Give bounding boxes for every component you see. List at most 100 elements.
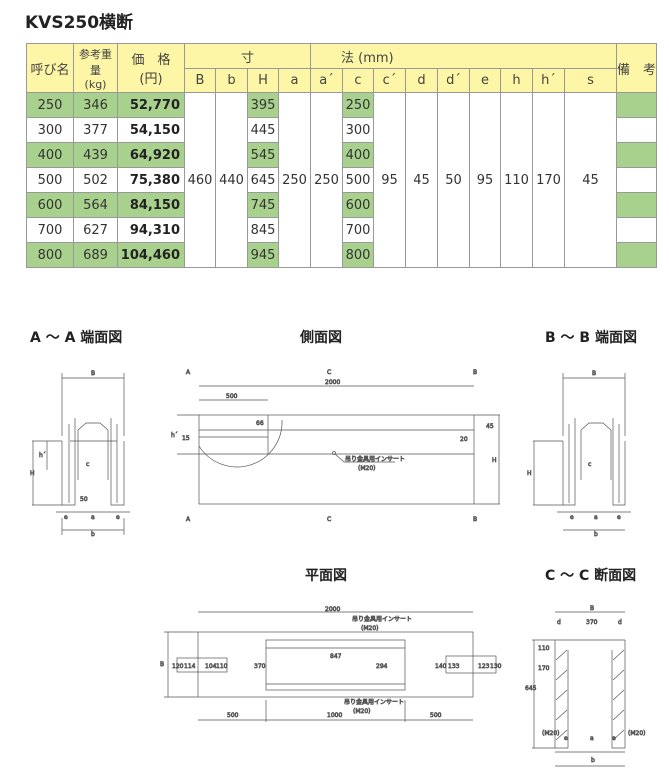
drawing-label: d xyxy=(557,619,561,626)
drawing-label: 370 xyxy=(586,619,598,626)
drawing-label: 45 xyxy=(486,423,494,430)
table-cell: 460 xyxy=(184,92,216,268)
table-cell: 395 xyxy=(247,92,279,118)
drawing-label: A xyxy=(186,369,191,376)
end-view-aa: B H h´ c e a e b 50 xyxy=(30,370,130,538)
drawing-label: 645 xyxy=(525,685,537,692)
table-cell: 45 xyxy=(405,92,438,268)
header-dim: H xyxy=(247,68,279,93)
drawing-label: 110 xyxy=(538,645,550,652)
table-cell: 745 xyxy=(247,192,279,218)
table-cell: 545 xyxy=(247,142,279,168)
table-cell: 800 xyxy=(342,242,374,268)
drawing-label: 110 xyxy=(216,663,228,670)
drawing-label: C xyxy=(327,516,331,523)
table-cell: 689 xyxy=(73,242,118,268)
table-cell: 250 xyxy=(310,92,343,268)
drawing-label: 847 xyxy=(330,653,342,660)
section-view-cc: B 370 d d 645 170 110 e a e b (M20) (M20… xyxy=(525,605,646,767)
drawing-label: 吊り金具用インサート xyxy=(352,615,412,623)
table-cell: 645 xyxy=(247,167,279,193)
table-cell: 500 xyxy=(26,167,74,193)
header-remarks: 備 考 xyxy=(615,43,658,93)
table-cell: 104,460 xyxy=(117,242,185,268)
drawing-label: b xyxy=(591,757,595,764)
table-cell: 845 xyxy=(247,217,279,243)
price-label: 価 格 xyxy=(131,53,171,68)
table-cell: 346 xyxy=(73,92,118,118)
drawing-label: 500 xyxy=(226,393,238,400)
table-cell xyxy=(615,92,658,118)
drawing-label: d xyxy=(618,619,622,626)
drawing-label: B xyxy=(592,370,596,377)
drawing-label: a xyxy=(91,514,95,521)
drawing-label: b xyxy=(594,531,598,538)
drawing-label: 15 xyxy=(182,435,190,442)
table-cell: 700 xyxy=(26,217,74,243)
drawing-label: b xyxy=(91,531,95,538)
end-view-bb: B H c e a e b xyxy=(527,370,631,538)
section-title-aa: A ～ A 端面図 xyxy=(30,330,123,346)
drawing-label: B xyxy=(160,661,164,668)
table-cell: 800 xyxy=(26,242,74,268)
drawing-label: e xyxy=(564,735,568,742)
page-title: KVS250横断 xyxy=(25,13,134,33)
drawing-label: c xyxy=(588,461,591,468)
table-cell: 95 xyxy=(469,92,501,268)
drawing-label: h´ xyxy=(39,452,46,459)
side-view: 2000 500 66 15 45 20 H h´ A C B A C B 吊り… xyxy=(171,369,500,523)
table-cell xyxy=(615,192,658,218)
section-title-bb: B ～ B 端面図 xyxy=(545,330,637,346)
drawing-label: (M20) xyxy=(358,465,376,472)
drawing-label: 294 xyxy=(376,663,388,670)
table-cell: 170 xyxy=(532,92,565,268)
drawing-label: (M20) xyxy=(542,730,560,737)
drawing-label: 吊り金具用インサート xyxy=(345,455,405,463)
drawing-label: H xyxy=(527,470,532,477)
drawing-label: e xyxy=(570,514,574,521)
drawing-label: 500 xyxy=(227,712,239,719)
table-cell: 95 xyxy=(373,92,406,268)
table-cell: 445 xyxy=(247,117,279,143)
drawing-label: B xyxy=(91,370,95,377)
section-title-side: 側面図 xyxy=(300,330,342,346)
drawing-label: e xyxy=(617,514,621,521)
header-dim: s xyxy=(564,68,617,93)
drawing-label: 123 xyxy=(478,663,490,670)
table-cell: 94,310 xyxy=(117,217,185,243)
drawing-label: 66 xyxy=(256,420,264,427)
drawing-label: e xyxy=(612,735,616,742)
drawing-label: 114 xyxy=(184,663,196,670)
table-cell: 400 xyxy=(26,142,74,168)
header-dim: e xyxy=(469,68,501,93)
drawing-label: 130 xyxy=(490,663,502,670)
drawing-label: h´ xyxy=(171,432,178,439)
table-cell: 64,920 xyxy=(117,142,185,168)
table-cell: 500 xyxy=(342,167,374,193)
drawing-label: (M20) xyxy=(353,708,371,715)
drawing-label: (M20) xyxy=(628,730,646,737)
drawing-label: C xyxy=(327,369,331,376)
drawing-label: c xyxy=(86,461,89,468)
drawing-label: e xyxy=(116,514,120,521)
table-cell: 250 xyxy=(278,92,311,268)
plan-view: 2000 500 1000 500 B 120 114 104 110 370 … xyxy=(160,606,502,722)
drawing-label: a xyxy=(590,735,594,742)
header-dim: b xyxy=(215,68,248,93)
drawing-label: 370 xyxy=(254,663,266,670)
header-dim: h´ xyxy=(532,68,565,93)
drawing-label: H xyxy=(30,470,35,477)
drawing-label: 140 xyxy=(435,663,447,670)
drawing-label: B xyxy=(473,369,477,376)
table-cell: 564 xyxy=(73,192,118,218)
drawing-label: (M20) xyxy=(361,625,379,632)
drawing-label: B xyxy=(473,516,477,523)
